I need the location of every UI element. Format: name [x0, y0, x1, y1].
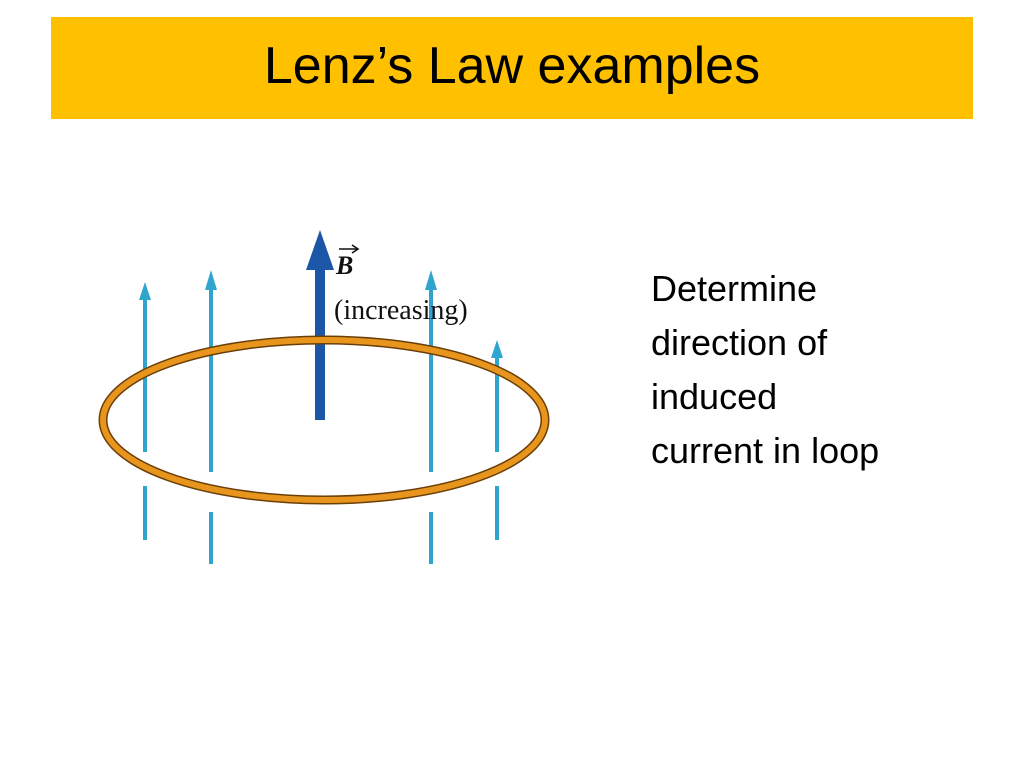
loop-ring: [100, 337, 548, 503]
question-line-3: induced: [651, 376, 778, 417]
question-line-2: direction of: [651, 322, 828, 363]
question-line-1: Determine: [651, 268, 818, 309]
field-symbol-label: B: [336, 251, 354, 280]
vector-arrow-icon: [339, 244, 360, 254]
field-line-1-head: [139, 282, 151, 300]
question-line-4: current in loop: [651, 430, 880, 471]
field-state-label: (increasing): [334, 295, 468, 326]
field-lines-lower: [143, 486, 499, 564]
main-field-arrow: [306, 230, 334, 420]
main-field-arrow-head: [306, 230, 334, 270]
conducting-loop: [98, 335, 550, 505]
field-line-2-head: [205, 270, 217, 290]
field-line-3-head: [425, 270, 437, 290]
field-line-4-head: [491, 340, 503, 358]
question-text: Determine direction of induced current i…: [651, 262, 991, 478]
title-bar: Lenz’s Law examples: [51, 17, 973, 119]
slide-title: Lenz’s Law examples: [263, 37, 761, 95]
